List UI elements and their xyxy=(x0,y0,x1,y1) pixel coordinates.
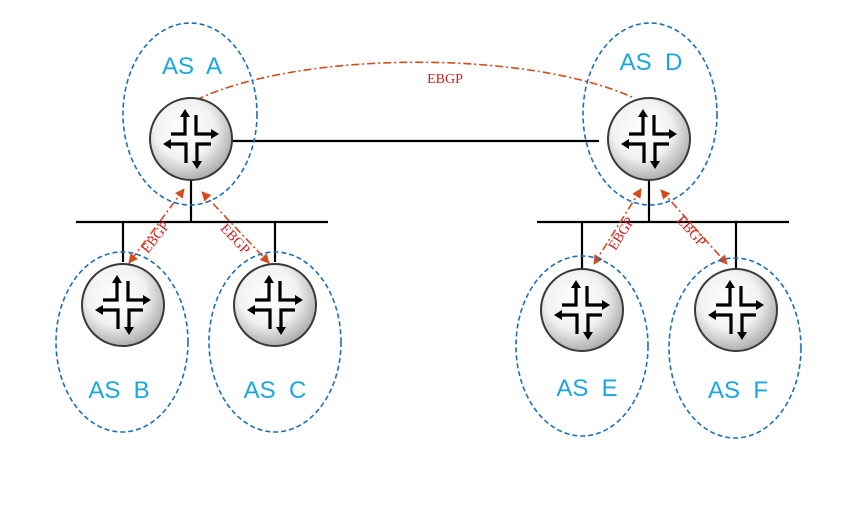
as-e-label: AS E xyxy=(556,375,617,402)
as-a-label: AS A xyxy=(162,53,222,80)
router-icon xyxy=(606,96,692,182)
as-b-boundary xyxy=(55,251,189,433)
ebgp-session-a-d xyxy=(195,61,635,101)
as-f-label: AS F xyxy=(708,377,768,404)
router-icon xyxy=(539,267,625,353)
as-boundaries xyxy=(55,22,802,439)
ebgp-sessions xyxy=(128,61,728,265)
routers xyxy=(80,96,779,353)
as-a-boundary xyxy=(122,22,258,206)
router-icon xyxy=(693,267,779,353)
router-icon xyxy=(148,96,234,182)
as-e-boundary xyxy=(515,255,649,437)
ebgp-label-d-e: EBGP xyxy=(606,215,638,253)
router-icon xyxy=(232,262,318,348)
as-d-label: AS D xyxy=(620,49,683,76)
ebgp-session-d-e xyxy=(593,188,642,265)
ebgp-label-a-b: EBGP xyxy=(139,219,173,257)
ebgp-session-a-c xyxy=(201,191,270,264)
as-labels: AS A AS D AS B AS C AS E AS F xyxy=(88,49,768,404)
as-c-label: AS C xyxy=(244,377,307,404)
ebgp-label-a-d: EBGP xyxy=(427,72,463,87)
as-c-boundary xyxy=(208,251,342,433)
ebgp-session-a-b xyxy=(128,188,185,264)
as-f-boundary xyxy=(668,257,802,439)
ebgp-session-d-f xyxy=(660,189,728,265)
router-icon xyxy=(80,262,166,348)
as-d-boundary xyxy=(582,22,718,206)
ebgp-label-d-f: EBGP xyxy=(673,213,708,250)
as-b-label: AS B xyxy=(88,377,149,404)
